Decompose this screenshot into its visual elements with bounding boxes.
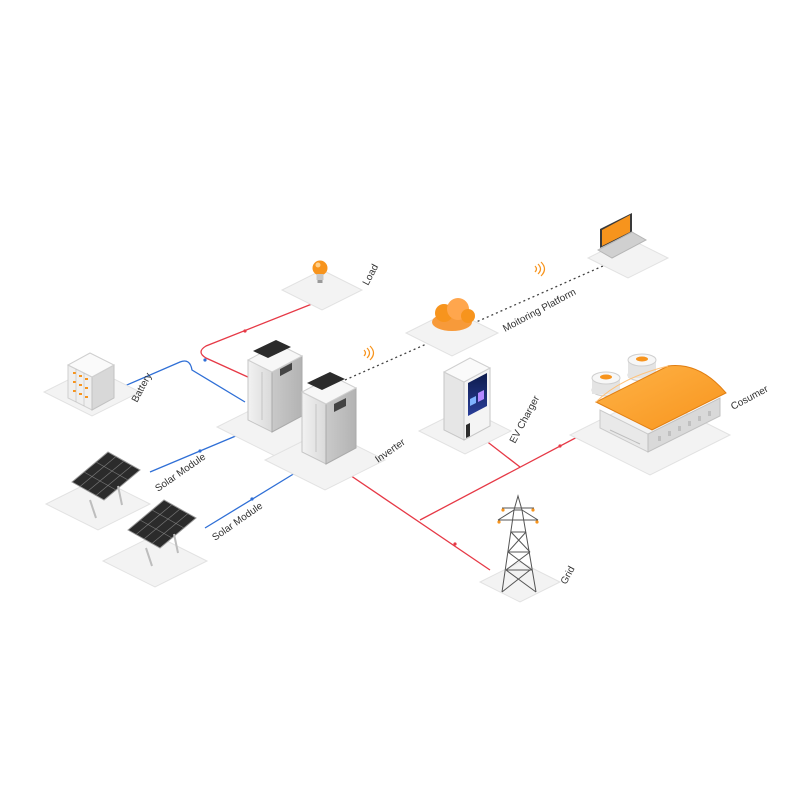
cloud-icon <box>432 298 475 331</box>
inverter-cabinet-icon <box>300 372 358 465</box>
label-battery: Battery <box>130 371 155 404</box>
inverter-cabinet-icon <box>246 340 304 433</box>
label-consumer: Cosumer <box>729 384 771 413</box>
line-evcharger-drop <box>484 439 521 468</box>
laptop-icon <box>596 213 648 259</box>
lightbulb-icon <box>312 260 328 283</box>
arrow-dot <box>203 358 207 362</box>
solar-panel-icon <box>127 499 197 567</box>
wifi-icon <box>363 345 375 361</box>
platform <box>280 269 364 311</box>
label-solar-1: Solar Module <box>153 451 208 494</box>
grid-node: Grid <box>478 494 578 603</box>
label-ev-charger: EV Charger <box>508 394 543 446</box>
battery-node: Battery <box>42 352 155 417</box>
label-load: Load <box>361 263 381 288</box>
connections <box>119 261 613 571</box>
arrow-dot <box>453 542 457 546</box>
platform <box>101 534 209 588</box>
arrow-dot <box>198 449 202 453</box>
insulator-markers <box>497 508 539 524</box>
solar-panel-icon <box>71 451 141 519</box>
label-monitoring: Moitoring Platform <box>501 287 578 335</box>
battery-rack-icon <box>66 352 116 411</box>
label-inverter: Inverter <box>373 437 408 466</box>
line-battery-to-inverter <box>119 360 246 403</box>
platform <box>478 561 562 603</box>
factory-icon <box>591 353 727 453</box>
line-comm-inverter-to-laptop <box>344 261 613 381</box>
arrow-dot <box>558 444 562 448</box>
line-junction-to-consumer <box>419 424 601 521</box>
platform <box>404 309 500 357</box>
consumer-node: Cosumer <box>568 353 771 476</box>
wifi-icon <box>534 261 546 277</box>
label-solar-2: Solar Module <box>210 500 265 543</box>
inverter-node: Inverter <box>215 340 408 491</box>
arrow-dot <box>243 329 247 333</box>
load-node: Load <box>280 260 381 311</box>
ev-charger-icon <box>442 357 492 441</box>
laptop-node <box>586 213 670 279</box>
arrow-dot <box>250 497 254 501</box>
platform <box>44 477 152 531</box>
label-grid: Grid <box>559 565 578 587</box>
transmission-tower-icon <box>497 494 539 593</box>
line-load-to-inverter <box>200 299 323 379</box>
line-inverter-to-grid <box>334 464 491 571</box>
ev-charger-node: EV Charger <box>417 357 543 455</box>
monitoring-node: Moitoring Platform <box>404 287 578 357</box>
